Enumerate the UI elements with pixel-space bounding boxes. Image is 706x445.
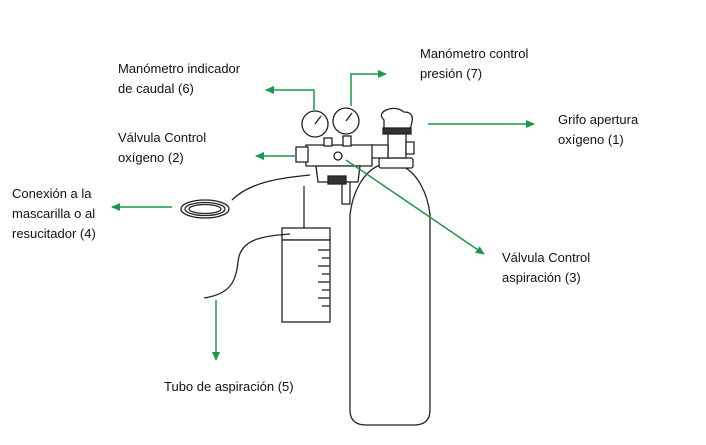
label-line: resucitador (4): [12, 226, 96, 241]
label-manometro-caudal: Manómetro indicador de caudal (6): [118, 59, 240, 99]
gauge-presion: [332, 107, 360, 135]
oxygen-tube-coil: [180, 174, 311, 219]
aspiration-canister: [281, 186, 331, 323]
label-line: Manómetro control: [420, 46, 529, 61]
label-line: Válvula Control: [502, 250, 591, 265]
arrow-manometro-caudal: [265, 86, 315, 110]
oxygen-cylinder: [349, 157, 431, 426]
label-line: oxígeno (1): [558, 132, 624, 147]
label-line: Conexión a la: [12, 186, 92, 201]
regulator-body: [295, 135, 373, 205]
label-valvula-oxigeno: Válvula Control oxígeno (2): [118, 128, 206, 168]
label-tubo-aspiracion: Tubo de aspiración (5): [164, 377, 294, 397]
label-line: Tubo de aspiración (5): [164, 379, 294, 394]
label-line: aspiración (3): [502, 270, 581, 285]
arrow-valvula-aspiracion: [345, 159, 485, 255]
label-manometro-presion: Manómetro control presión (7): [420, 44, 528, 84]
gauge-caudal: [301, 110, 329, 138]
label-grifo-apertura: Grifo apertura oxígeno (1): [558, 110, 638, 150]
label-line: Grifo apertura: [558, 112, 639, 127]
label-conexion-mascarilla: Conexión a la mascarilla o al resucitado…: [12, 184, 96, 244]
label-line: Manómetro indicador: [118, 61, 241, 76]
label-arrows: [111, 70, 535, 361]
label-line: Válvula Control: [118, 130, 207, 145]
label-line: mascarilla o al: [12, 206, 96, 221]
label-valvula-aspiracion: Válvula Control aspiración (3): [502, 248, 590, 288]
aspiration-tube: [203, 233, 291, 299]
label-line: presión (7): [420, 66, 483, 81]
oxygen-valve-tap: [369, 107, 415, 159]
label-line: oxígeno (2): [118, 150, 184, 165]
arrow-manometro-presion: [350, 70, 387, 106]
label-line: de caudal (6): [118, 81, 194, 96]
